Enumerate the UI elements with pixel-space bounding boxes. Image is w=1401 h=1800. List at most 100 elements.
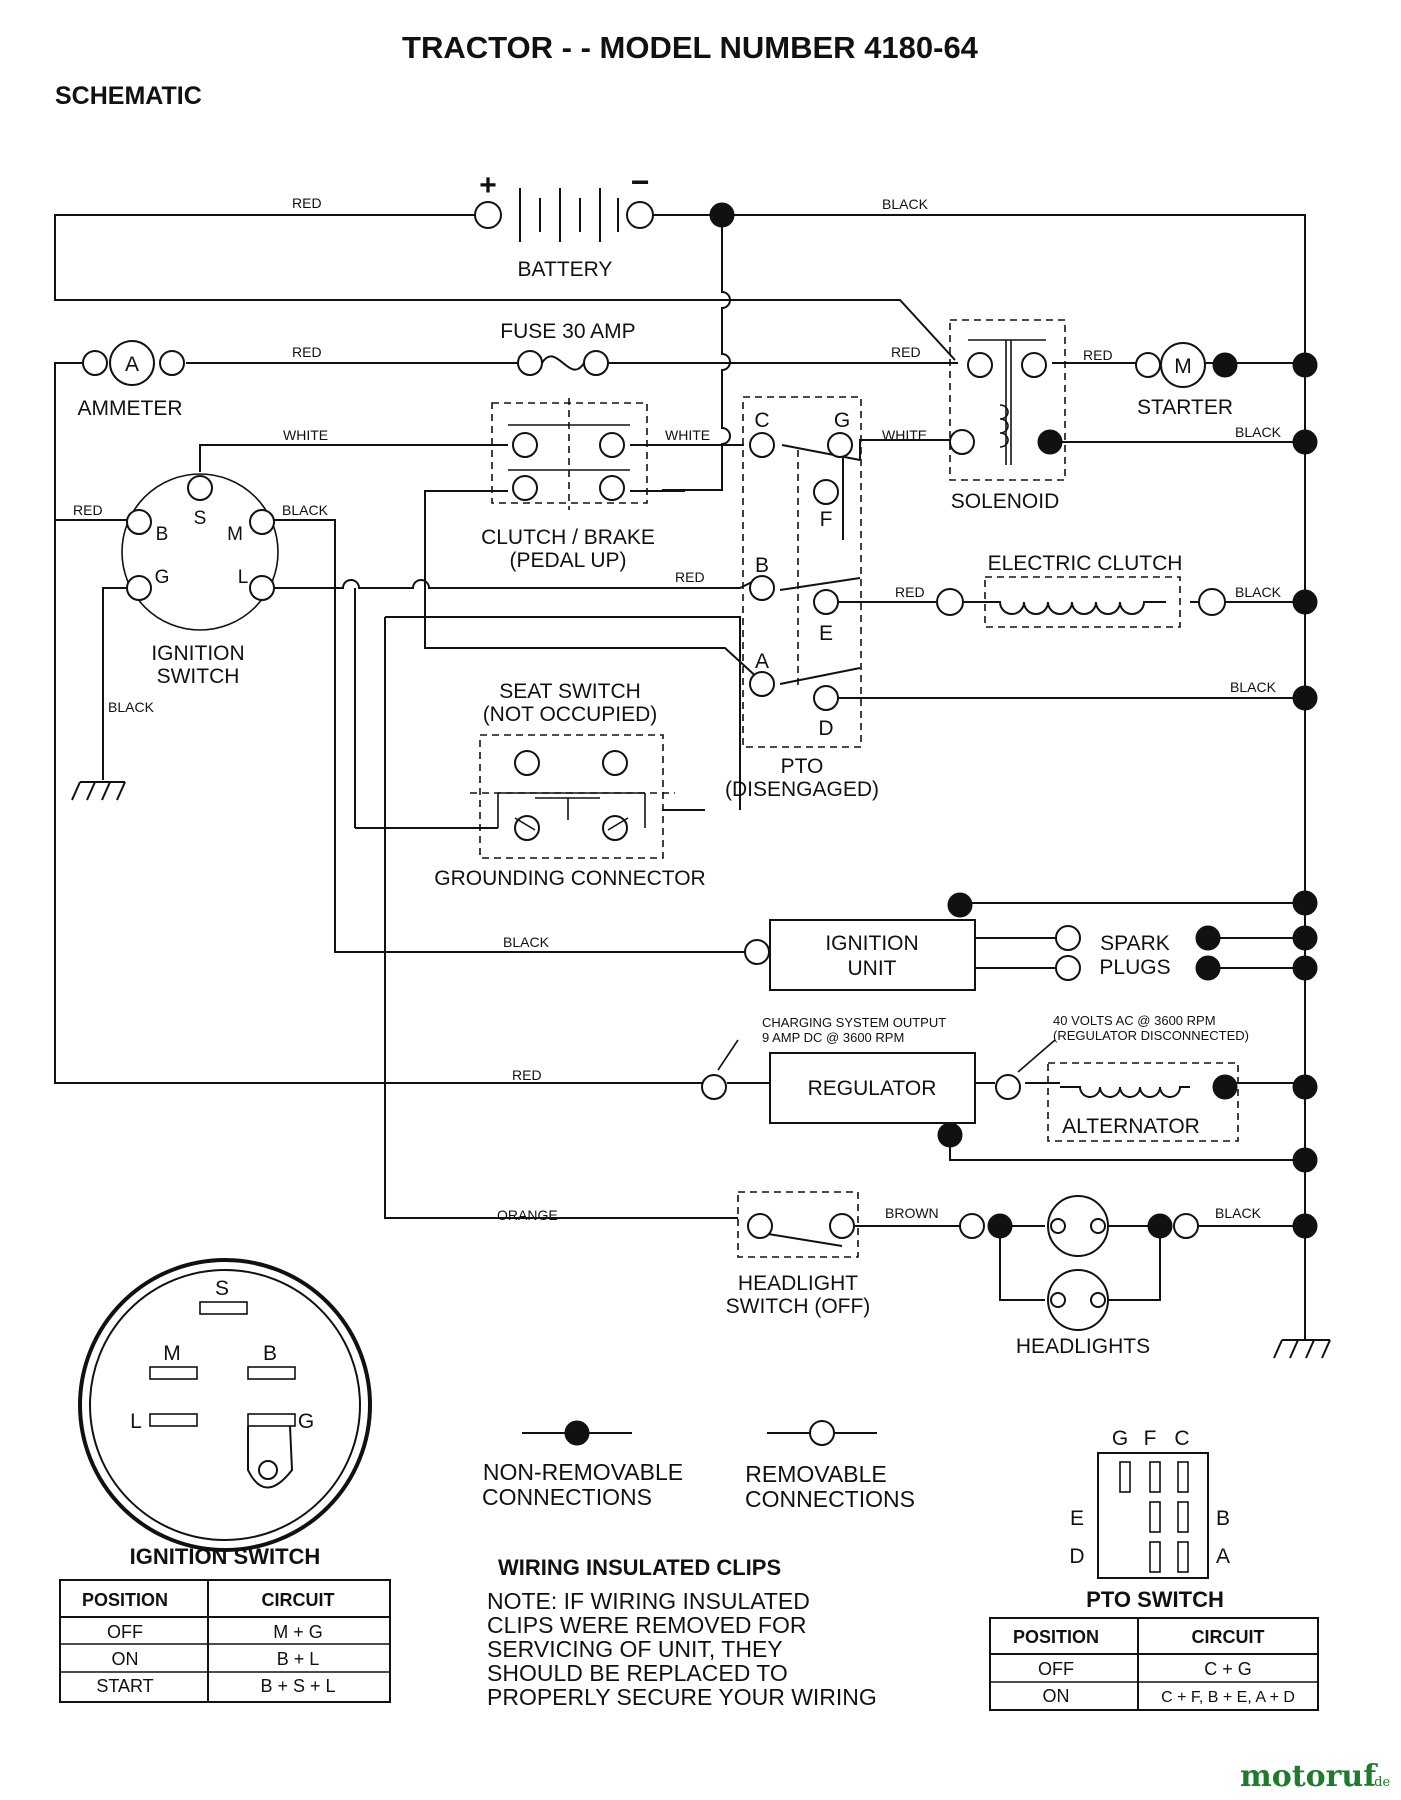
wire-label-black-ignition: BLACK: [282, 502, 329, 518]
wire-label-red-ammeter: RED: [292, 344, 322, 360]
ammeter-symbol-letter: A: [125, 353, 139, 376]
clips-note-line: PROPERLY SECURE YOUR WIRING: [487, 1684, 877, 1710]
legend-non-removable: NON-REMOVABLE: [483, 1459, 683, 1485]
battery-plus: +: [479, 169, 497, 202]
headlights-symbol: [959, 1195, 1318, 1331]
alternator-voltage-note-2: (REGULATOR DISCONNECTED): [1053, 1028, 1249, 1043]
ignition-table-row-circuit: B + S + L: [260, 1676, 335, 1696]
wire-label-red-solenoid: RED: [891, 344, 921, 360]
ignition-switch-schematic: S B M G L: [121, 473, 279, 631]
alternator-symbol: [1047, 1062, 1318, 1142]
pto-terminal-d: D: [818, 717, 833, 740]
wire-labels: RED BLACK RED RED RED WHITE WHITE WHITE …: [73, 195, 1282, 1223]
watermark-logo: motoruf .de: [1240, 1759, 1390, 1794]
spark-plugs-label: SPARK: [1100, 932, 1170, 955]
wire-label-black-solenoid: BLACK: [1235, 424, 1282, 440]
pto-switch-table: PTO SWITCH POSITION CIRCUIT OFF C + G ON…: [989, 1587, 1319, 1711]
electric-clutch-symbol: [936, 576, 1318, 628]
pto-terminal-g: G: [834, 409, 850, 432]
pto-face-g: G: [1112, 1427, 1128, 1450]
pto-switch-schematic: C G F B E A D: [742, 396, 862, 748]
wire-label-red-regulator: RED: [512, 1067, 542, 1083]
ignition-terminal-b: B: [156, 524, 169, 545]
ignition-table-row-position: START: [96, 1676, 153, 1696]
ground-symbol-left: [71, 781, 126, 801]
ignition-terminal-s: S: [194, 508, 207, 529]
pto-table-title: PTO SWITCH: [1086, 1587, 1224, 1612]
clips-note-line: SHOULD BE REPLACED TO: [487, 1660, 788, 1686]
face-terminal-s: S: [215, 1277, 229, 1300]
pto-terminal-e: E: [819, 622, 833, 645]
wire-label-black-top: BLACK: [882, 196, 929, 212]
wire-label-red-top: RED: [292, 195, 322, 211]
headlight-switch-label: HEADLIGHT: [738, 1272, 858, 1295]
watermark-suffix: .de: [1370, 1775, 1390, 1790]
legend-removable-2: CONNECTIONS: [745, 1486, 915, 1512]
battery-symbol: + −: [474, 164, 654, 242]
wiring-clips-note: WIRING INSULATED CLIPS NOTE: IF WIRING I…: [487, 1555, 877, 1710]
fuse-label: FUSE 30 AMP: [500, 320, 635, 343]
ignition-table-row-circuit: M + G: [273, 1622, 323, 1642]
pto-terminal-f: F: [820, 508, 833, 531]
starter-symbol-letter: M: [1174, 355, 1192, 378]
clutch-brake-switch: [491, 398, 648, 510]
face-terminal-b: B: [263, 1342, 277, 1365]
ignition-table-row-position: OFF: [107, 1622, 143, 1642]
junction-dots: [709, 202, 1318, 711]
legend-non-removable-2: CONNECTIONS: [482, 1484, 652, 1510]
wire-label-black-headlights: BLACK: [1215, 1205, 1262, 1221]
ignition-table-row-circuit: B + L: [277, 1649, 320, 1669]
starter-label: STARTER: [1137, 396, 1233, 419]
clips-note-title: WIRING INSULATED CLIPS: [498, 1555, 781, 1580]
grounding-connector-label: GROUNDING CONNECTOR: [434, 867, 705, 890]
pto-table-row-position: ON: [1043, 1686, 1070, 1706]
starter-symbol: M: [1135, 342, 1238, 388]
ignition-table-header-circuit: CIRCUIT: [262, 1590, 335, 1610]
wire-label-black-clutch: BLACK: [1235, 584, 1282, 600]
charging-output-note-2: 9 AMP DC @ 3600 RPM: [762, 1030, 904, 1045]
pto-terminal-a: A: [755, 650, 769, 673]
face-terminal-m: M: [163, 1342, 181, 1365]
seat-switch-sublabel: (NOT OCCUPIED): [483, 703, 658, 726]
pto-table-row-position: OFF: [1038, 1659, 1074, 1679]
pto-terminal-b: B: [755, 554, 769, 577]
pto-table-header-circuit: CIRCUIT: [1192, 1627, 1265, 1647]
face-terminal-l: L: [130, 1410, 142, 1433]
non-removable-connection-dot: [564, 1420, 590, 1446]
wire-label-red-clutch: RED: [895, 584, 925, 600]
clutch-brake-sublabel: (PEDAL UP): [509, 549, 626, 572]
wire-label-black-pto: BLACK: [1230, 679, 1277, 695]
ground-symbol-right: [1273, 1339, 1331, 1359]
pto-face-e: E: [1070, 1507, 1084, 1530]
page-subtitle: SCHEMATIC: [55, 82, 202, 110]
wire-label-white-right: WHITE: [882, 427, 927, 443]
pto-face-d: D: [1069, 1545, 1084, 1568]
alternator-voltage-note: 40 VOLTS AC @ 3600 RPM: [1053, 1013, 1216, 1028]
battery-minus: −: [631, 164, 650, 200]
pto-label: PTO: [781, 755, 824, 778]
seat-switch-label: SEAT SWITCH: [499, 680, 641, 703]
headlight-switch-sublabel: SWITCH (OFF): [726, 1295, 871, 1318]
wire-label-black-ignition-unit: BLACK: [503, 934, 550, 950]
clips-note-line: SERVICING OF UNIT, THEY: [487, 1636, 783, 1662]
headlight-switch-symbol: [737, 1191, 859, 1258]
ignition-terminal-l: L: [238, 567, 249, 588]
ignition-table-title: IGNITION SWITCH: [130, 1544, 321, 1569]
pto-sublabel: (DISENGAGED): [725, 778, 879, 801]
clutch-brake-label: CLUTCH / BRAKE: [481, 526, 655, 549]
pto-table-row-circuit: C + G: [1204, 1659, 1252, 1679]
alternator-label: ALTERNATOR: [1062, 1115, 1200, 1138]
removable-connection-dot: [809, 1420, 835, 1446]
legend-removable: REMOVABLE: [745, 1461, 886, 1487]
watermark-brand: motoruf: [1240, 1759, 1378, 1794]
ignition-switch-label: IGNITION: [151, 642, 244, 665]
wire-label-red-starter: RED: [1083, 347, 1113, 363]
ammeter-symbol: A: [82, 340, 185, 386]
pto-face-b: B: [1216, 1507, 1230, 1530]
solenoid-label: SOLENOID: [951, 490, 1060, 513]
pto-switch-face-diagram: G F C E D B A: [1069, 1427, 1230, 1579]
headlights-label: HEADLIGHTS: [1016, 1335, 1150, 1358]
wire-label-black-ground: BLACK: [108, 699, 155, 715]
wire-lines: [54, 214, 1306, 1340]
